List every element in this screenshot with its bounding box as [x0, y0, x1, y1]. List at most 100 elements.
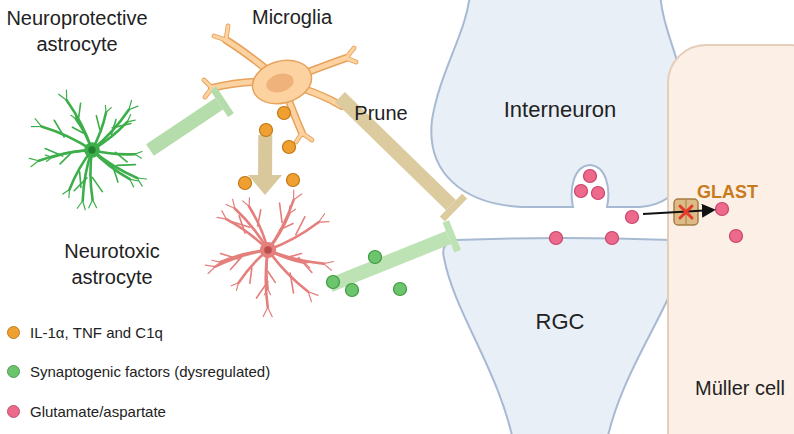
neurotoxic-astrocyte: Neurotoxic astrocyte — [205, 195, 330, 305]
astrocyte-branch — [113, 166, 118, 182]
astrocyte-branch — [280, 224, 293, 230]
astrocyte-tip — [29, 158, 38, 166]
astrocyte-branch — [268, 271, 275, 282]
astrocyte-tip — [243, 198, 250, 207]
astrocyte-nucleus — [88, 146, 95, 153]
astrocyte-tip — [45, 155, 52, 161]
node-shape — [35, 95, 150, 205]
astrocyte-tip — [130, 179, 138, 187]
astrocyte-branch — [288, 254, 301, 258]
astrocyte-tip — [308, 292, 318, 302]
astrocyte-tip — [63, 189, 70, 197]
synaptogenic-dot — [394, 283, 407, 296]
node-shape — [668, 45, 794, 434]
microglia-twig — [205, 88, 212, 97]
synaptogenic-dot — [369, 251, 382, 264]
cytokine-dot — [283, 141, 296, 154]
microglia-cell: Microglia — [225, 40, 340, 135]
synaptogenic-dot — [327, 276, 340, 289]
cytokine-dot — [287, 174, 300, 187]
microglia-twig — [302, 133, 312, 140]
astrocyte-tip — [205, 265, 215, 273]
cytokine-dot — [239, 177, 252, 190]
shape-group — [668, 45, 794, 434]
astrocyte-tip — [137, 178, 147, 186]
astrocyte-tip — [89, 200, 97, 208]
astrocyte-tip — [226, 199, 235, 208]
shape-group — [674, 199, 698, 225]
astrocyte-process — [266, 250, 268, 307]
node-shape — [225, 40, 340, 135]
astrocyte-branch — [72, 127, 83, 133]
astrocyte-branch — [60, 154, 70, 164]
astrocyte-tip — [105, 105, 111, 112]
astrocyte-branch — [299, 258, 312, 273]
astrocyte-soma — [260, 242, 276, 258]
microglia-twig — [226, 26, 228, 40]
astrocyte-tip — [135, 152, 142, 159]
astrocyte-process — [67, 100, 92, 150]
connector-arrow — [150, 87, 234, 150]
astrocyte-branch — [231, 257, 242, 270]
connector-shaft — [150, 104, 219, 150]
transporter-divider — [686, 200, 687, 224]
legend-label: Synaptogenic factors (dysregulated) — [30, 363, 270, 381]
astrocyte-process — [268, 222, 319, 250]
connector-shaft — [330, 238, 449, 286]
node-label: Neurotoxic astrocyte — [37, 238, 187, 290]
synaptogenic-dots — [327, 251, 407, 297]
edge-label: Prune — [354, 100, 407, 126]
astrocyte-branch — [96, 116, 99, 130]
synaptogenic-dot — [346, 284, 359, 297]
astrocyte-tip — [59, 90, 67, 100]
astrocyte-branch — [111, 119, 116, 134]
astrocyte-tip — [217, 211, 226, 219]
muller-cell: Müller cellGLAST — [668, 45, 794, 434]
glutamate-dot — [626, 211, 639, 224]
astrocyte-tip — [127, 115, 135, 122]
node-label: RGC — [440, 308, 680, 337]
microglia-twig — [302, 133, 312, 140]
microglia-twig — [205, 88, 212, 97]
legend-swatch — [7, 405, 20, 418]
transporter-body — [674, 199, 698, 225]
interneuron-terminal: Interneuron — [430, 0, 690, 210]
microglia-twig — [346, 58, 356, 62]
astrocyte-branch — [290, 273, 293, 293]
shape-group — [205, 190, 333, 317]
node-label: Neuroprotective astrocyte — [0, 5, 157, 57]
glutamate-dot — [592, 187, 605, 200]
astrocyte-process — [92, 110, 129, 150]
legend-swatch — [7, 326, 20, 339]
astrocyte-branch — [80, 172, 81, 188]
astrocyte-branch — [232, 222, 250, 227]
astrocyte-tip — [31, 119, 41, 127]
connector-arrow — [330, 220, 461, 285]
cytokine-dot — [260, 124, 273, 137]
astrocyte-process — [268, 250, 308, 292]
microglia-twig — [296, 133, 302, 142]
astrocyte-tip — [319, 214, 329, 222]
microglia-twig — [346, 58, 356, 62]
glast-transporter: GLAST — [674, 199, 698, 225]
microglia-twig — [226, 26, 228, 40]
node-label: GLAST — [697, 181, 767, 204]
shape-group — [443, 238, 684, 434]
glutamate-dot — [584, 170, 597, 183]
connector-arrow — [248, 135, 282, 195]
microglia-twig — [346, 48, 354, 58]
node-shape — [440, 235, 690, 434]
node-shape — [205, 195, 330, 305]
astrocyte-process — [215, 250, 268, 267]
astrocyte-branch — [92, 177, 102, 191]
astrocyte-branch — [258, 210, 261, 226]
astrocyte-tip — [212, 260, 221, 267]
legend-swatch — [7, 365, 20, 378]
astrocyte-branch — [296, 217, 305, 235]
astrocyte-tip — [289, 206, 295, 214]
astrocyte-tip — [231, 283, 238, 291]
microglia-nucleus — [264, 71, 296, 96]
astrocyte-branch — [117, 164, 136, 166]
astrocyte-soma — [84, 142, 100, 158]
